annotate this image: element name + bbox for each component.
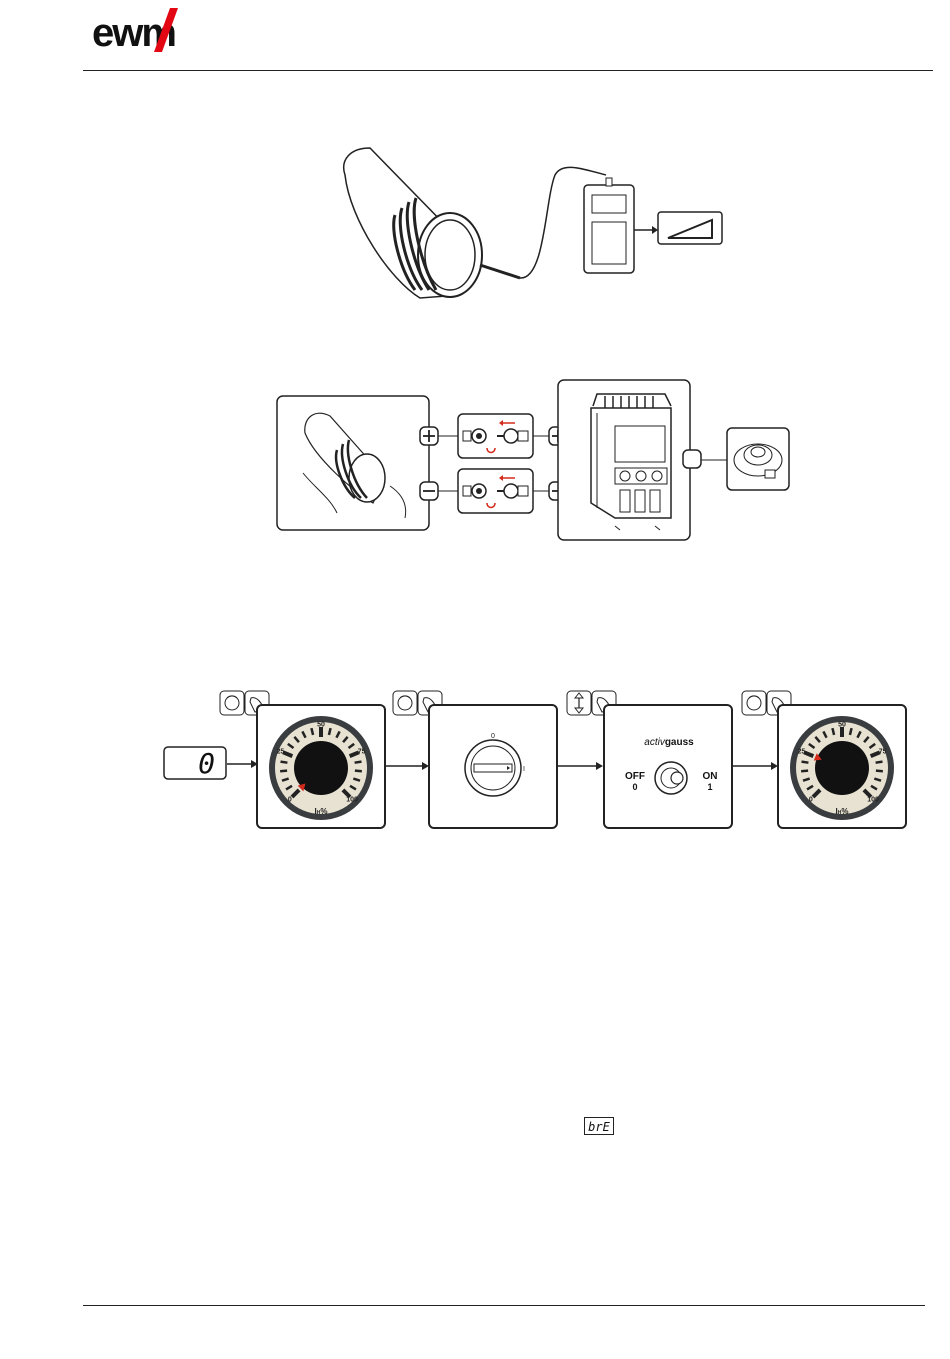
ramp-symbol-icon — [658, 212, 722, 244]
knob-scale-label-end: 50 — [838, 722, 846, 729]
knob-scale-label-end: 100 — [867, 797, 879, 804]
off-value: 0 — [632, 782, 637, 792]
footer-rule — [83, 1305, 925, 1306]
ewm-logo: ewm — [92, 6, 222, 54]
welding-machine-icon — [558, 380, 690, 540]
off-label: OFF — [625, 771, 645, 782]
arrow-3 — [556, 760, 604, 772]
blank-node — [683, 450, 701, 468]
on-value: 1 — [707, 782, 712, 792]
activgauss-brand: activgauss — [644, 737, 694, 748]
switch-pos-top: 0 — [491, 733, 495, 740]
gauss-meter-icon — [584, 178, 634, 273]
inline-code-text: brE — [588, 1120, 610, 1134]
activgauss-panel: activgauss OFF 0 ON 1 — [603, 704, 733, 829]
switch-pos-right: I — [523, 766, 525, 773]
activgauss-toggle[interactable] — [655, 762, 687, 794]
inline-code-display: brE — [584, 1117, 614, 1135]
knob-scale-label-start: 0 — [288, 797, 292, 804]
arrow-4 — [731, 760, 779, 772]
probe — [480, 265, 520, 278]
display-value: 0 — [198, 747, 215, 780]
knob-scale-label-start: 75 — [358, 749, 366, 756]
knob-scale-label-end: 75 — [879, 749, 887, 756]
plus-node-left — [420, 427, 438, 445]
arrow-2 — [384, 760, 430, 772]
knob-unit-label: IH% — [836, 807, 849, 816]
connector-minus — [458, 469, 533, 513]
knob-scale-label-end: 25 — [797, 749, 805, 756]
connector-plus — [458, 414, 533, 458]
knob-scale-label-end: 0 — [809, 797, 813, 804]
arrow-1 — [227, 758, 259, 770]
rotary-switch-panel: 0 I — [428, 704, 558, 829]
digital-display: 0 — [163, 746, 227, 780]
knob-scale-label-start: 100 — [346, 797, 358, 804]
knob-scale-label-start: 25 — [276, 749, 284, 756]
minus-node-left — [420, 482, 438, 500]
figure-gauss-measurement — [330, 140, 730, 310]
figure-connection — [275, 378, 795, 543]
activgauss-module-icon — [727, 428, 789, 490]
knob-unit-label: IH% — [315, 807, 328, 816]
header-rule — [83, 70, 933, 71]
knob-scale-label-start: 50 — [317, 722, 325, 729]
knob-cap[interactable] — [815, 741, 869, 795]
on-label: ON — [703, 771, 718, 782]
